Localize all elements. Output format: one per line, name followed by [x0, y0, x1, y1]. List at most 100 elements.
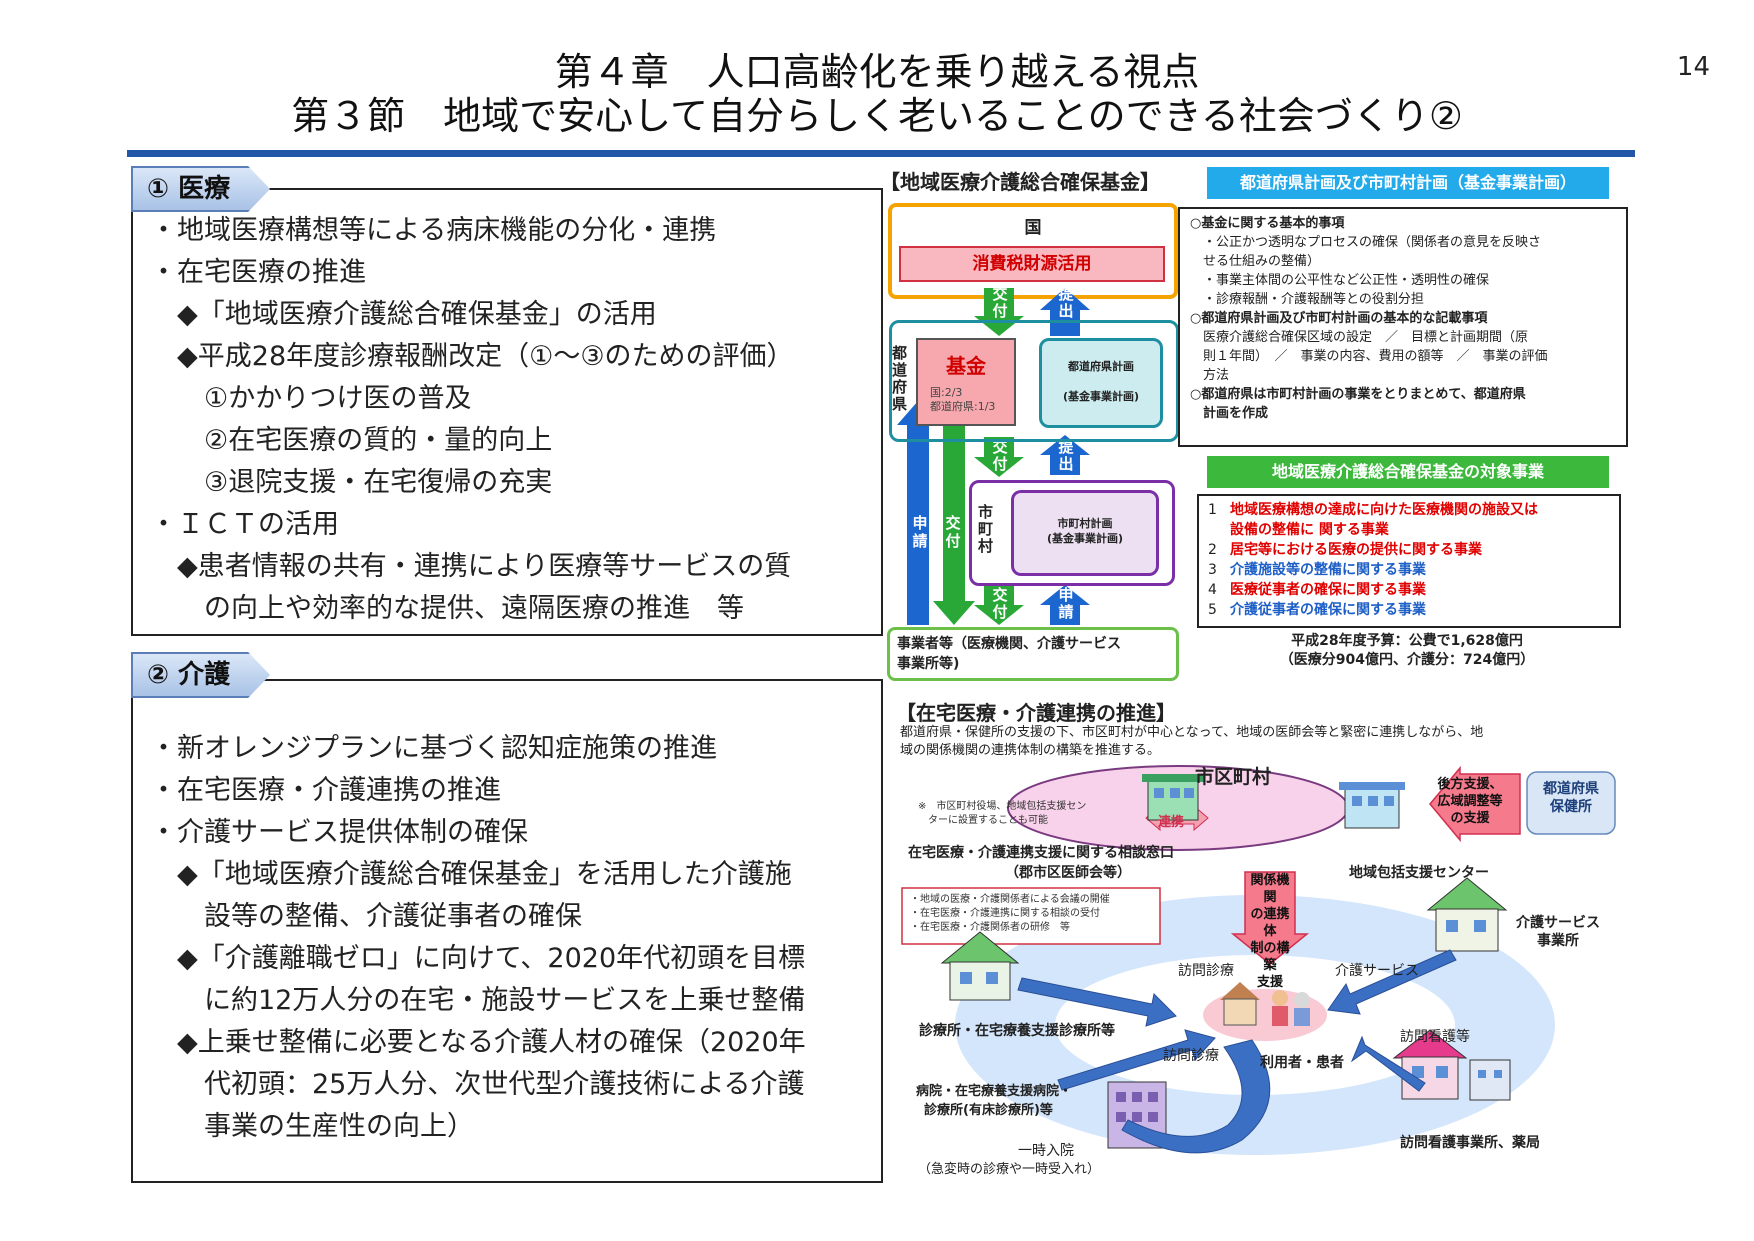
pref-box: [1526, 771, 1616, 835]
budget-line: （医療分904億円、介護分：724億円）: [1279, 652, 1535, 668]
jigyosha-label: 事業所等): [897, 656, 960, 672]
city-plan-sub: (基金事業計画): [1046, 532, 1124, 545]
list-item: に約12万人分の在宅・施設サービスを上乗せ整備: [150, 985, 806, 1016]
list-item: ・在宅医療の推進: [150, 257, 366, 288]
flow-arrow: [1350, 1035, 1426, 1092]
nursing-house-icon: [1392, 1029, 1511, 1101]
consult-sub: （郡市区医師会等）: [1005, 865, 1131, 881]
list-item: ・介護サービス提供体制の確保: [150, 817, 528, 848]
pref-plan-label: 都道府県計画: [1068, 360, 1134, 373]
kikin-label: 基金: [946, 354, 986, 378]
consult-label: 在宅医療・介護連携支援に関する相談窓口: [908, 845, 1174, 861]
list-item: ・在宅医療・介護連携の推進: [150, 775, 501, 806]
title-rule: [127, 150, 1635, 157]
shichoson-label: 市町村: [978, 503, 994, 555]
plan-line: 則１年間） ／ 事業の内容、費用の額等 ／ 事業の評価: [1190, 349, 1548, 364]
plan-line: ○基金に関する基本的事項: [1190, 216, 1345, 231]
pref-plan-sub: (基金事業計画): [1062, 390, 1140, 403]
city-plan-label: 市町村計画: [1057, 517, 1113, 530]
kofu-label: 交付: [992, 586, 1008, 621]
plan-line: ・公正かつ透明なプロセスの確保（関係者の意見を反映さ: [1190, 235, 1542, 250]
list-item: ◆患者情報の共有・連携により医療等サービスの質: [150, 551, 792, 582]
kaigo-office-house-icon: [1426, 877, 1508, 952]
plan-line: ○都道府県は市町村計画の事業をとりまとめて、都道府県: [1190, 387, 1526, 402]
chapter-title: 第４章 人口高齢化を乗り越える視点: [554, 50, 1200, 94]
plan-line: 方法: [1190, 368, 1230, 383]
homecare-desc: 域の関係機関の連携体制の構築を推進する。: [900, 743, 1161, 758]
kikin-share: 国:2/3: [930, 386, 963, 399]
list-item: ◆上乗せ整備に必要となる介護人材の確保（2020年: [150, 1027, 806, 1058]
pref-label: 都道府県保健所: [1543, 781, 1599, 815]
hospital-label: 病院・在宅療養支援病院・診療所(有床診療所)等: [916, 1084, 1073, 1118]
pref-plan-box: [1039, 338, 1163, 428]
kankei-arrow: [1230, 871, 1310, 965]
plan-line: せる仕組みの整備）: [1190, 254, 1321, 269]
building-icon: [1339, 782, 1405, 829]
plan-line: ○都道府県計画及び市町村計画の基本的な記載事項: [1190, 311, 1488, 326]
flow-arrow: [1121, 1039, 1271, 1154]
houmon-shinryo-label: 訪問診療: [1178, 963, 1234, 979]
care-tag: ② 介護: [131, 652, 270, 698]
target-item: 設備の整備に 関する事業: [1230, 522, 1389, 538]
list-item: ・地域医療構想等による病床機能の分化・連携: [150, 215, 717, 246]
user-label: 利用者・患者: [1260, 1055, 1344, 1071]
medical-tag: ① 医療: [131, 166, 270, 212]
building-icon: [1142, 774, 1204, 821]
kofu-label: 交付: [992, 285, 1008, 320]
shinsei-label: 申請: [1058, 586, 1074, 621]
care-list: ・新オレンジプランに基づく認知症施策の推進 ・在宅医療・介護連携の推進 ・介護サ…: [150, 728, 806, 1148]
kaigo-service-label: 介護サービス: [1335, 963, 1419, 979]
plan-box: [1178, 207, 1628, 447]
support-label: 後方支援、広域調整等の支援: [1437, 777, 1503, 826]
homecare-diagram: [901, 765, 1616, 1155]
list-item: 代初頭：25万人分、次世代型介護技術による介護: [150, 1069, 805, 1100]
list-box-text: ・地域の医療・介護関係者による会議の開催・在宅医療・介護連携に関する相談の受付・…: [910, 894, 1110, 933]
city-plan-box: [1011, 490, 1159, 576]
fund-title: 【地域医療介護総合確保基金】: [880, 170, 1160, 194]
support-arrow: [1429, 765, 1521, 843]
list-item: ◆平成28年度診療報酬改定（①～③のための評価）: [150, 341, 794, 372]
houmon-kango-label: 訪問看護等: [1400, 1029, 1470, 1045]
plan-line: 医療介護総合確保区域の設定 ／ 目標と計画期間（原: [1190, 330, 1529, 345]
plan-line: 計画を作成: [1190, 406, 1269, 421]
section-title: 第３節 地域で安心して自分らしく老いることのできる社会づくり②: [291, 94, 1463, 138]
kaigo-office-label: 介護サービス事業所: [1516, 915, 1600, 949]
homecare-title: 【在宅医療・介護連携の推進】: [896, 701, 1176, 725]
target-box: [1197, 494, 1621, 628]
note: ターに設置することも可能: [918, 815, 1048, 826]
medical-list: ・地域医療構想等による病床機能の分化・連携 ・在宅医療の推進 ◆「地域医療介護総…: [150, 210, 794, 630]
shinsei-label: 申請: [912, 514, 928, 550]
list-item: ①かかりつけ医の普及: [150, 383, 472, 414]
list-item: 設等の整備、介護従事者の確保: [150, 901, 582, 932]
list-item: ②在宅医療の質的・量的向上: [150, 425, 553, 456]
kuni-label: 国: [1024, 218, 1042, 238]
flow-arrow: [1017, 977, 1177, 1027]
houkatsu-label: 地域包括支援センター: [1349, 865, 1489, 881]
list-item: ◆「地域医療介護総合確保基金」を活用した介護施: [150, 859, 792, 890]
temp-label: 一時入院: [1018, 1143, 1074, 1159]
city-label: 市区町村: [1195, 766, 1272, 788]
kuni-box: [888, 203, 1178, 299]
homecare-desc: 都道府県・保健所の支援の下、市区町村が中心となって、地域の医師会等と緊密に連携し…: [900, 725, 1484, 740]
list-item: 事業の生産性の向上）: [150, 1111, 474, 1142]
medical-panel: [131, 188, 883, 636]
list-item: ③退院支援・在宅復帰の充実: [150, 467, 553, 498]
houmon-shinryo-label: 訪問診療: [1163, 1048, 1219, 1064]
clinic-house-icon: [940, 931, 1020, 1001]
page-number: 14: [1676, 52, 1710, 82]
plan-list: ○基金に関する基本的事項 ・公正かつ透明なプロセスの確保（関係者の意見を反映さ …: [1190, 214, 1548, 423]
todofuken-label: 都道府県: [892, 344, 908, 413]
family-icon: [1220, 982, 1310, 1026]
note: ※ 市区町村役場、地域包括支援セン: [918, 801, 1087, 812]
list-item: ・新オレンジプランに基づく認知症施策の推進: [150, 733, 717, 764]
plan-header: 都道府県計画及び市町村計画（基金事業計画）: [1207, 167, 1609, 199]
plan-line: ・事業主体間の公平性など公正性・透明性の確保: [1190, 273, 1490, 288]
list-item: ◆「地域医療介護総合確保基金」の活用: [150, 299, 657, 330]
teishutsu-label: 提出: [1058, 438, 1074, 473]
